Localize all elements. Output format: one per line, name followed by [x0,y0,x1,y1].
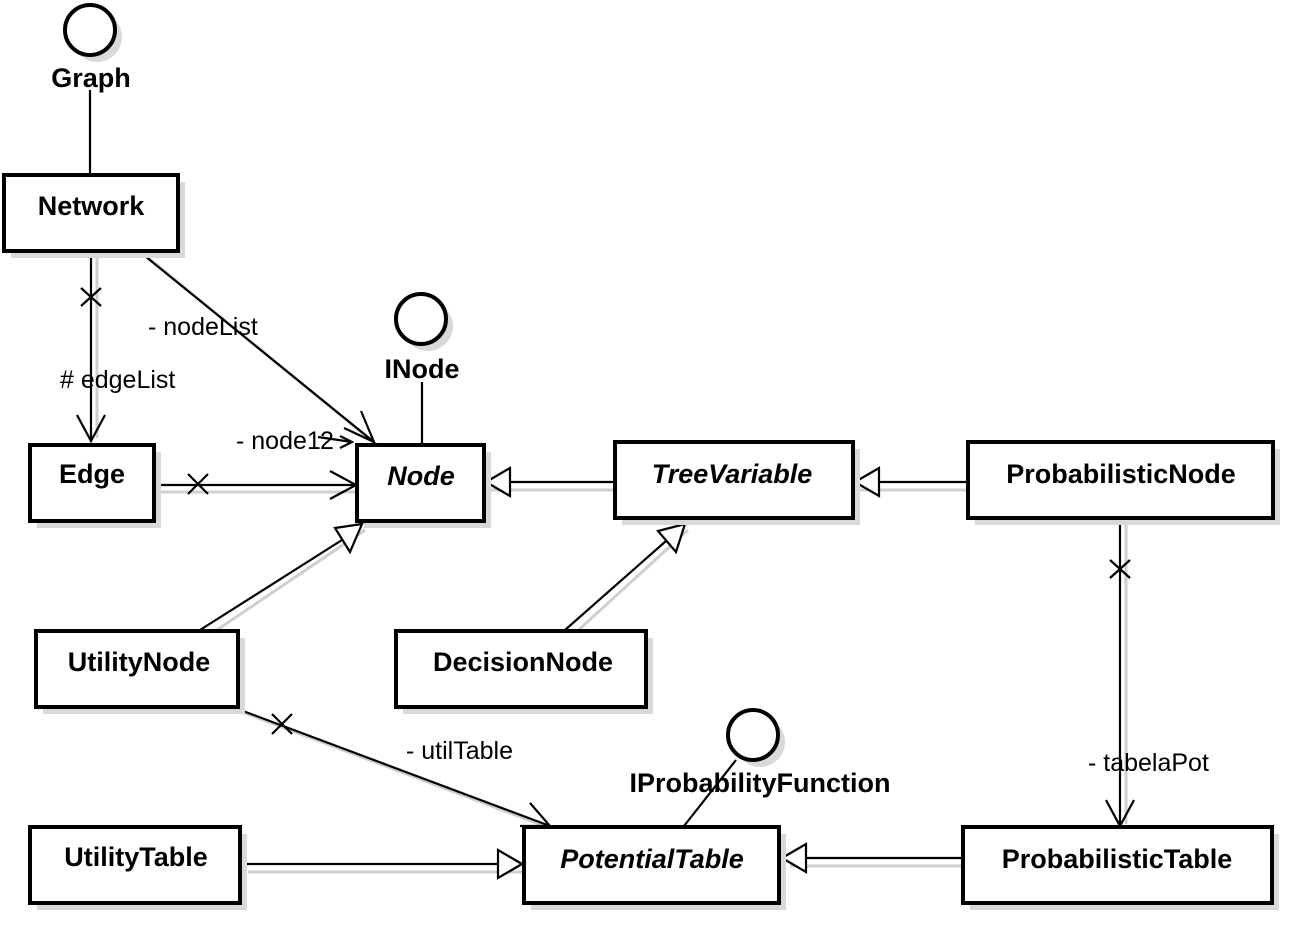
treevariable-node-generalization [483,466,614,498]
util-table-association [234,706,553,828]
graph-interface-icon [63,3,117,57]
probabilisticnode-class-name: ProbabilisticNode [1006,459,1236,489]
potentialtable-class-name: PotentialTable [560,844,744,874]
utilitytable-class-name: UtilityTable [64,842,208,872]
graph-interface-label: Graph [51,63,131,93]
utilitynode-class-name: UtilityNode [68,647,211,677]
util-table-role-label: - utilTable [406,737,513,765]
node1-role-label: - node1 [236,427,321,455]
iprob-realization-line [683,759,737,827]
utilitytable-potentialtable-generalization [240,848,525,880]
class-utility-table: UtilityTable [28,825,247,910]
tabela-pot-association [1105,521,1135,829]
node-list-association [139,251,377,445]
node2-role-label: 2 [320,427,334,455]
class-probabilistic-node: ProbabilisticNode [966,440,1280,525]
class-network: Network [2,173,185,258]
class-decision-node: DecisionNode [394,629,653,714]
network-class-name: Network [38,191,146,221]
probnode-treevariable-generalization [852,466,967,498]
tabela-pot-role-label: - tabelaPot [1088,749,1209,777]
treevariable-class-name: TreeVariable [652,459,813,489]
interface-inode: INode [384,292,460,384]
edge-list-association [76,251,106,444]
node1-association [155,435,359,500]
class-utility-node: UtilityNode [34,629,245,714]
decisionnode-treevariable-generalization [564,522,687,631]
inode-interface-icon [394,292,448,346]
utilitynode-node-generalization [199,522,364,631]
class-probabilistic-table: ProbabilisticTable [961,825,1279,910]
interface-iprobability-function: IProbabilityFunction [630,708,891,798]
node-class-name: Node [387,461,455,491]
class-edge: Edge [28,443,161,528]
decisionnode-class-name: DecisionNode [433,647,613,677]
iprob-interface-icon [726,708,780,762]
iprob-interface-label: IProbabilityFunction [630,768,891,798]
role-labels: - nodeList # edgeList - node1 2 - utilTa… [60,313,1209,777]
probabilistictable-class-name: ProbabilisticTable [1002,844,1233,874]
connector-shadows [95,252,1128,874]
probtable-potentialtable-generalization [779,842,962,874]
class-potential-table: PotentialTable [522,825,786,910]
class-tree-variable: TreeVariable [613,440,860,525]
edge-class-name: Edge [59,459,125,489]
edge-list-role-label: # edgeList [60,366,175,394]
inode-interface-label: INode [384,354,459,384]
node-list-role-label: - nodeList [148,313,258,341]
interface-graph: Graph [51,3,131,93]
class-node: Node [355,443,491,528]
